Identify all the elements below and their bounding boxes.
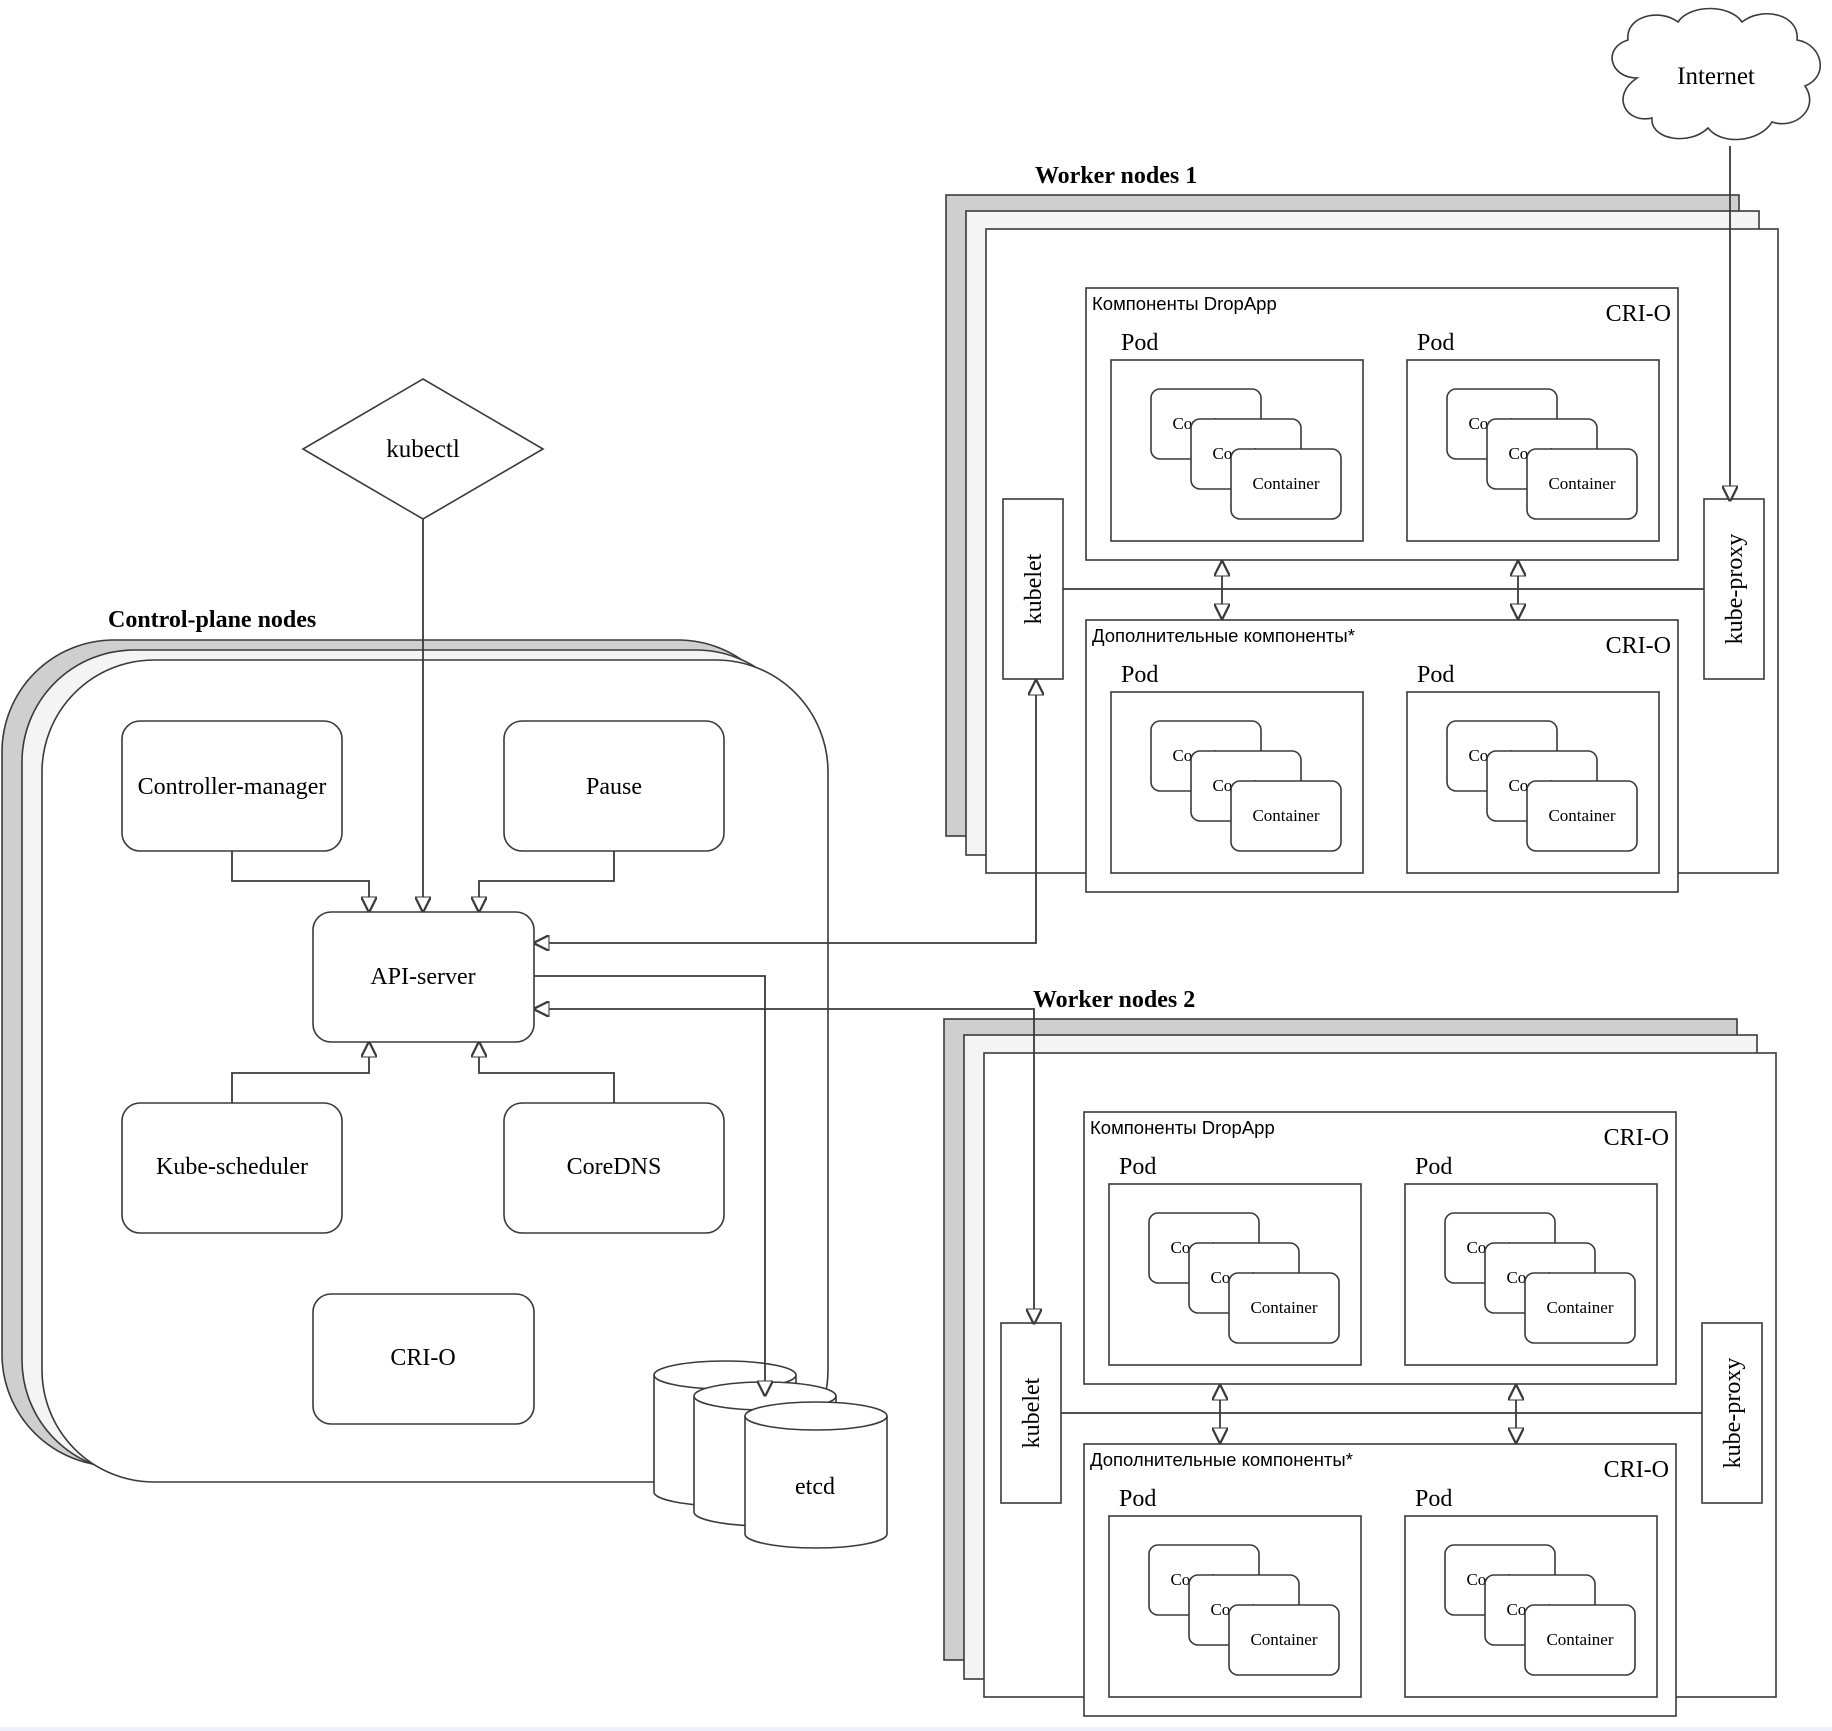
pod-label: Pod: [1415, 1154, 1452, 1180]
svg-text:API-server: API-server: [370, 964, 475, 990]
component-group-label: Компоненты DropApp: [1090, 1117, 1275, 1138]
arrow-controller-api: [231, 851, 369, 911]
component-group-label: Компоненты DropApp: [1092, 293, 1277, 314]
pod-label: Pod: [1415, 1486, 1452, 1512]
worker-title: Worker nodes 1: [1035, 163, 1197, 189]
kube-proxy-label: kube-proxy: [1722, 534, 1748, 645]
kubectl-node: kubectl: [301, 378, 545, 520]
kube-proxy-box: [1701, 1322, 1763, 1504]
api-server-box: API-server: [312, 911, 535, 1043]
svg-text:Controller-manager: Controller-manager: [138, 774, 327, 800]
controller-manager-box: Controller-manager: [121, 720, 343, 852]
etcd-database: etcd: [653, 1360, 888, 1549]
container-box: Container: [1228, 1272, 1340, 1344]
container-label: Container: [1546, 1298, 1613, 1317]
component-group-label: Дополнительные компоненты*: [1092, 625, 1355, 646]
container-label: Container: [1250, 1630, 1317, 1649]
container-label: Container: [1252, 474, 1319, 493]
container-box: Container: [1524, 1272, 1636, 1344]
coredns-box: CoreDNS: [503, 1102, 725, 1234]
container-box: Container: [1230, 448, 1342, 520]
container-label: Container: [1548, 806, 1615, 825]
crio-runtime-label: CRI-O: [1604, 1125, 1669, 1151]
kube-scheduler-box: Kube-scheduler: [121, 1102, 343, 1234]
container-box: Container: [1526, 780, 1638, 852]
pod-label: Pod: [1121, 662, 1158, 688]
etcd-label: etcd: [795, 1474, 835, 1500]
worker-nodes-1: Worker nodes 1 kubelet kube-proxy Компонент…: [945, 163, 1779, 893]
arrow-api-kubelet2: [535, 1009, 1034, 1323]
worker-nodes-2: Worker nodes 2 kubelet kube-proxy Компонент…: [943, 987, 1777, 1717]
pause-box: Pause: [503, 720, 725, 852]
crio-runtime-label: CRI-O: [1606, 301, 1671, 327]
crio-runtime-label: CRI-O: [1604, 1457, 1669, 1483]
container-box: Container: [1230, 780, 1342, 852]
connectors: [231, 146, 1730, 1395]
pod-label: Pod: [1417, 662, 1454, 688]
svg-text:CoreDNS: CoreDNS: [567, 1154, 662, 1180]
kubelet-label: kubelet: [1019, 1377, 1045, 1448]
control-plane-title: Control-plane nodes: [108, 607, 316, 633]
crio-control-plane-box: CRI-O: [312, 1293, 535, 1425]
arrow-scheduler-api: [231, 1043, 369, 1103]
kubectl-label: kubectl: [386, 436, 460, 463]
pod-label: Pod: [1121, 330, 1158, 356]
page-bottom-edge: [0, 1727, 1832, 1731]
kubelet-label: kubelet: [1021, 553, 1047, 624]
pod-label: Pod: [1417, 330, 1454, 356]
pod-label: Pod: [1119, 1486, 1156, 1512]
container-label: Container: [1548, 474, 1615, 493]
svg-text:CRI-O: CRI-O: [390, 1345, 455, 1371]
kube-proxy-label: kube-proxy: [1720, 1358, 1746, 1469]
pod-label: Pod: [1119, 1154, 1156, 1180]
svg-text:Pause: Pause: [586, 774, 642, 800]
container-label: Container: [1546, 1630, 1613, 1649]
container-box: Container: [1228, 1604, 1340, 1676]
container-label: Container: [1252, 806, 1319, 825]
svg-text:Kube-scheduler: Kube-scheduler: [156, 1154, 308, 1180]
crio-runtime-label: CRI-O: [1606, 633, 1671, 659]
component-group-label: Дополнительные компоненты*: [1090, 1449, 1353, 1470]
worker-title: Worker nodes 2: [1033, 987, 1195, 1013]
internet-cloud: Internet: [1611, 7, 1821, 141]
container-box: Container: [1526, 448, 1638, 520]
container-label: Container: [1250, 1298, 1317, 1317]
internet-label: Internet: [1677, 63, 1755, 90]
arrow-kubelet1-api: [535, 681, 1036, 943]
container-box: Container: [1524, 1604, 1636, 1676]
